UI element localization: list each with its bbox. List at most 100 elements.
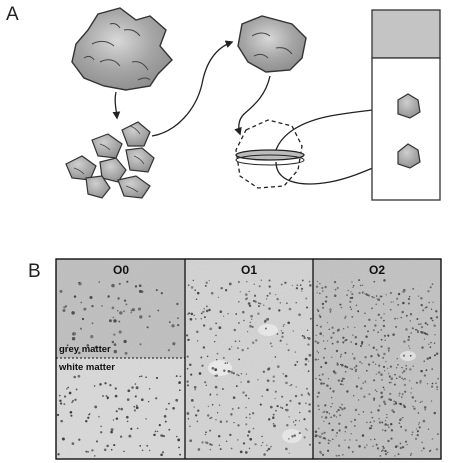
cell-dot xyxy=(108,319,112,323)
cell-dot xyxy=(110,428,114,432)
cell-dot xyxy=(378,404,381,407)
cell-dot xyxy=(216,393,219,396)
cell-dot xyxy=(280,283,283,286)
cell-dot xyxy=(355,364,358,368)
cell-dot xyxy=(416,329,419,332)
region-label-white-matter: white matter xyxy=(58,362,115,373)
cell-dot xyxy=(388,372,390,375)
cell-dot xyxy=(215,374,218,377)
cell-dot xyxy=(215,322,218,325)
cell-dot xyxy=(408,380,411,382)
cell-dot xyxy=(125,303,128,306)
cell-dot xyxy=(344,439,346,441)
cell-dot xyxy=(344,351,347,354)
cell-dot xyxy=(128,434,132,438)
cell-dot xyxy=(386,424,389,427)
cell-dot xyxy=(299,284,302,286)
cell-dot xyxy=(245,416,248,419)
sample-tube xyxy=(371,9,441,201)
cell-dot xyxy=(321,453,325,456)
cell-dot xyxy=(168,428,171,431)
cell-dot xyxy=(399,446,403,450)
cell-dot xyxy=(344,316,347,319)
cell-dot xyxy=(172,406,175,410)
cell-dot xyxy=(316,324,318,327)
cell-dot xyxy=(346,390,349,393)
cell-dot xyxy=(415,428,418,430)
cell-dot xyxy=(285,409,288,412)
cell-dot xyxy=(296,284,299,287)
cell-dot xyxy=(305,402,307,404)
cell-dot xyxy=(106,396,109,399)
cell-dot xyxy=(398,402,400,405)
cell-dot xyxy=(59,399,62,402)
cell-dot xyxy=(417,412,420,414)
cell-dot xyxy=(326,340,329,342)
cell-dot xyxy=(237,439,239,441)
cell-dot xyxy=(354,335,358,339)
cell-dot xyxy=(237,322,240,324)
cell-dot xyxy=(93,385,96,387)
cell-dot xyxy=(344,370,347,373)
cell-dot xyxy=(373,397,376,400)
cell-dot xyxy=(237,407,240,409)
cell-dot xyxy=(417,295,420,297)
cell-dot xyxy=(235,313,238,315)
cell-dot xyxy=(341,363,344,367)
cell-dot xyxy=(360,345,362,347)
cell-dot xyxy=(409,320,411,322)
cell-dot xyxy=(380,329,383,331)
cell-dot xyxy=(331,326,334,329)
cell-dot xyxy=(189,439,193,443)
cell-dot xyxy=(330,405,332,408)
cell-dot xyxy=(329,308,332,311)
cell-dot xyxy=(353,357,356,360)
cell-dot xyxy=(259,302,262,305)
cell-dot xyxy=(286,343,288,345)
cell-dot xyxy=(382,324,386,328)
cell-dot xyxy=(388,375,391,378)
cell-dot xyxy=(330,416,332,419)
cell-dot xyxy=(347,446,351,449)
cell-dot xyxy=(411,396,414,399)
cell-dot xyxy=(418,323,420,325)
cell-dot xyxy=(222,315,225,317)
cell-dot xyxy=(375,443,378,446)
cell-dots-o1 xyxy=(185,279,312,456)
cell-dot xyxy=(291,284,294,287)
cell-dot xyxy=(298,432,301,435)
cell-dot xyxy=(424,408,427,411)
cell-dot xyxy=(384,429,387,432)
cell-dot xyxy=(255,339,258,342)
cell-dot xyxy=(218,444,221,447)
cell-dot xyxy=(123,310,125,313)
cell-dot xyxy=(314,435,317,438)
cell-dot xyxy=(387,426,390,429)
panel-a-letter: A xyxy=(6,4,19,25)
cell-dot xyxy=(251,325,254,328)
cell-dot xyxy=(250,314,253,318)
cell-dot xyxy=(419,379,422,383)
cell-dot xyxy=(114,394,118,398)
cell-dot xyxy=(279,339,282,342)
cell-dot xyxy=(361,292,364,294)
cell-dot xyxy=(375,319,377,321)
cell-dot xyxy=(349,367,352,370)
cell-dot xyxy=(242,442,246,445)
cell-dot xyxy=(70,414,73,417)
cell-dot xyxy=(190,373,193,376)
cell-dot xyxy=(332,390,335,393)
cell-dot xyxy=(387,334,390,337)
cell-dot xyxy=(420,369,423,373)
cell-dot xyxy=(331,342,334,345)
cell-dot xyxy=(195,414,198,417)
cell-dot xyxy=(339,414,342,417)
cell-dot xyxy=(358,377,360,379)
cell-dot xyxy=(123,339,127,344)
cell-dot xyxy=(407,297,411,301)
cell-dot xyxy=(147,400,150,403)
cell-dot xyxy=(373,379,376,382)
cell-dot xyxy=(56,413,60,417)
cell-dot xyxy=(408,295,411,298)
cell-dot xyxy=(301,279,304,282)
